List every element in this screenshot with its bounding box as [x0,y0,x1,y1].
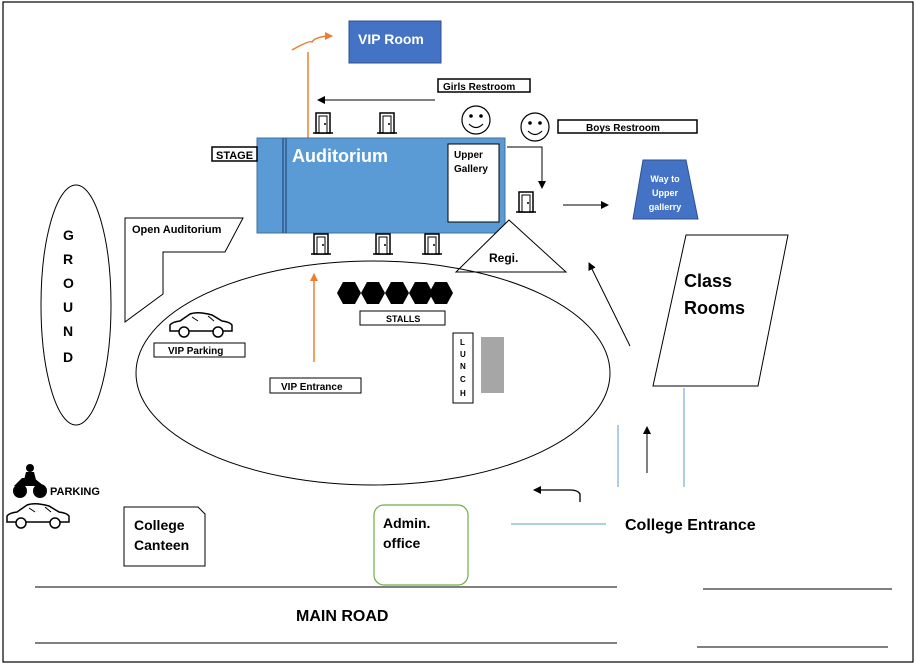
way-upper-label-1: Way to [650,174,680,184]
door-icon [310,233,332,255]
ground-letter: G [63,227,74,243]
courtyard [135,260,611,486]
ground-letter: N [63,323,73,339]
registration[interactable]: Regi. [454,219,568,273]
way-upper-label-2: Upper [652,188,679,198]
stalls-label: STALLS [386,314,420,324]
path-arrow [588,262,631,347]
ground-letter: U [63,299,73,315]
lunch-letter: C [460,375,466,384]
vip-entrance[interactable]: VIP Entrance [269,377,362,394]
lunch[interactable]: L U N C H [452,332,474,404]
way-to-upper-gallery[interactable]: Way to Upper gallerry [632,159,699,220]
door-icon [312,112,334,134]
main-road-label: MAIN ROAD [296,608,388,625]
girls-restroom-label: Girls Restroom [443,82,515,93]
stage-label: STAGE [216,150,253,162]
smiley-face-icon [520,112,550,142]
lunch-letter: H [460,389,466,398]
door-icon [372,233,394,255]
door-icon [515,191,537,213]
stalls[interactable]: STALLS [359,310,446,326]
auditorium-label: Auditorium [292,146,388,166]
admin-office-label-1: Admin. [383,515,430,531]
turn-left-arrow [533,486,581,502]
motorbike-icon [13,464,47,498]
open-auditorium-label: Open Auditorium [132,224,222,236]
admin-office[interactable]: Admin. office [373,504,469,586]
lunch-letter: U [460,350,466,359]
college-canteen-label-2: Canteen [134,537,189,553]
admin-office-label-2: office [383,535,421,551]
upper-gallery[interactable]: Upper Gallery [447,143,500,223]
boys-restroom-label: Boys Restroom [586,123,660,134]
open-auditorium[interactable]: Open Auditorium [124,217,244,323]
smiley-face-icon [461,105,491,135]
ground-letter: D [63,349,73,365]
vip-parking-label: VIP Parking [168,346,223,357]
girls-restroom[interactable]: Girls Restroom [437,78,531,93]
upper-gallery-label-2: Gallery [454,164,488,175]
ground[interactable]: G R O U N D [40,184,112,426]
vip-entrance-label: VIP Entrance [281,382,343,393]
vip-room[interactable]: VIP Room [348,20,442,64]
upper-gallery-label-1: Upper [454,150,483,161]
college-canteen[interactable]: College Canteen [123,506,206,567]
regi-label: Regi. [489,251,518,265]
way-upper-label-3: gallerry [649,202,682,212]
ground-letter: R [63,251,73,267]
college-entrance-label[interactable]: College Entrance [625,517,756,534]
lunch-counter [481,337,504,393]
class-rooms[interactable]: Class Rooms [652,234,789,387]
boys-restroom[interactable]: Boys Restroom [557,119,698,134]
college-canteen-label-1: College [134,517,185,533]
lunch-letter: L [460,338,465,347]
parking-label[interactable]: PARKING [50,486,100,498]
vip-path [291,32,333,362]
class-rooms-label-2: Rooms [684,298,745,318]
lunch-letter: N [460,362,466,371]
class-rooms-label-1: Class [684,271,732,291]
door-icon [421,233,443,255]
boys-restroom-arrow [507,146,546,189]
vip-room-label: VIP Room [358,31,424,47]
door-icon [376,112,398,134]
ground-letter: O [63,275,74,291]
vip-parking[interactable]: VIP Parking [153,342,246,358]
stage[interactable]: STAGE [211,146,258,162]
